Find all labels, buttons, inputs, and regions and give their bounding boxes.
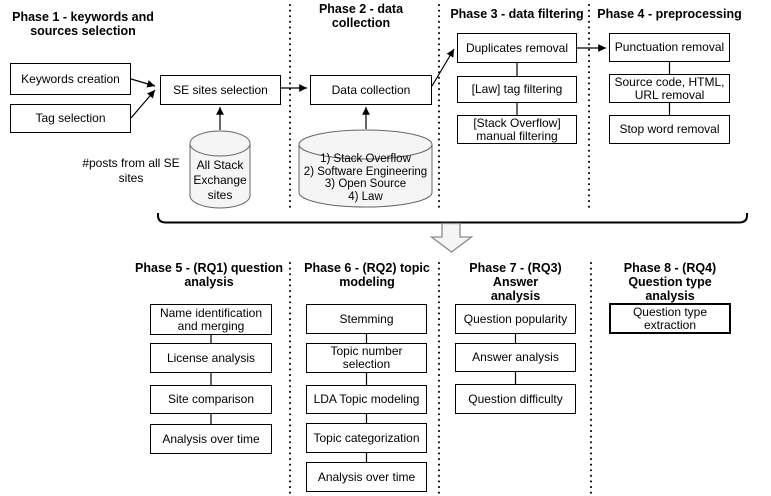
phase7-title: Phase 7 - (RQ3) Answer analysis bbox=[469, 261, 562, 303]
database-cylinder-all-se-sites bbox=[189, 130, 251, 209]
box-site-comparison: Site comparison bbox=[150, 385, 272, 414]
box-lda-topic-modeling: LDA Topic modeling bbox=[306, 385, 427, 414]
box-duplicates-removal: Duplicates removal bbox=[457, 33, 577, 63]
phase3-title: Phase 3 - data filtering bbox=[450, 7, 584, 21]
box-se-sites-selection: SE sites selection bbox=[160, 75, 281, 105]
cylinder2-label: 1) Stack Overflow 2) Software Engineerin… bbox=[303, 153, 428, 203]
box-name-identification-merging: Name identification and merging bbox=[150, 304, 272, 335]
box-analysis-over-time-p5: Analysis over time bbox=[150, 424, 272, 454]
box-stemming: Stemming bbox=[306, 304, 427, 334]
box-tag-selection: Tag selection bbox=[10, 104, 131, 133]
box-license-analysis: License analysis bbox=[150, 343, 272, 373]
box-keywords-creation: Keywords creation bbox=[10, 63, 131, 95]
box-analysis-over-time-p6: Analysis over time bbox=[306, 462, 427, 492]
box-data-collection: Data collection bbox=[310, 75, 432, 105]
database-cylinder-selected-sites bbox=[298, 129, 433, 208]
box-topic-categorization: Topic categorization bbox=[306, 423, 427, 453]
box-stop-word-removal: Stop word removal bbox=[609, 115, 730, 144]
phase5-title: Phase 5 - (RQ1) question analysis bbox=[135, 261, 283, 289]
cylinder1-label: All Stack Exchange sites bbox=[193, 158, 247, 202]
box-question-type-extraction: Question type extraction bbox=[609, 303, 731, 334]
box-question-difficulty: Question difficulty bbox=[455, 384, 576, 414]
arrow-tag-to-sesites bbox=[130, 89, 156, 119]
box-law-tag-filtering: [Law] tag filtering bbox=[457, 76, 577, 103]
phase1-title: Phase 1 - keywords and sources selection bbox=[12, 10, 154, 38]
phase8-title: Phase 8 - (RQ4) Question type analysis bbox=[623, 261, 717, 303]
box-stackoverflow-manual-filtering: [Stack Overflow] manual filtering bbox=[457, 115, 577, 144]
posts-note: #posts from all SE sites bbox=[82, 156, 180, 185]
box-answer-analysis: Answer analysis bbox=[455, 343, 576, 372]
box-punctuation-removal: Punctuation removal bbox=[609, 33, 730, 62]
phase4-title: Phase 4 - preprocessing bbox=[597, 7, 742, 21]
arrow-datacollection-to-duplicates bbox=[431, 48, 455, 87]
phase6-title: Phase 6 - (RQ2) topic modeling bbox=[304, 261, 430, 289]
collector-bracket bbox=[157, 213, 748, 224]
box-question-popularity: Question popularity bbox=[455, 304, 576, 334]
box-source-code-html-url-removal: Source code, HTML, URL removal bbox=[609, 74, 730, 103]
big-down-arrow bbox=[429, 222, 474, 253]
phase2-title: Phase 2 - data collection bbox=[318, 2, 404, 30]
arrow-keywords-to-sesites bbox=[130, 78, 156, 88]
box-topic-number-selection: Topic number selection bbox=[306, 343, 427, 373]
